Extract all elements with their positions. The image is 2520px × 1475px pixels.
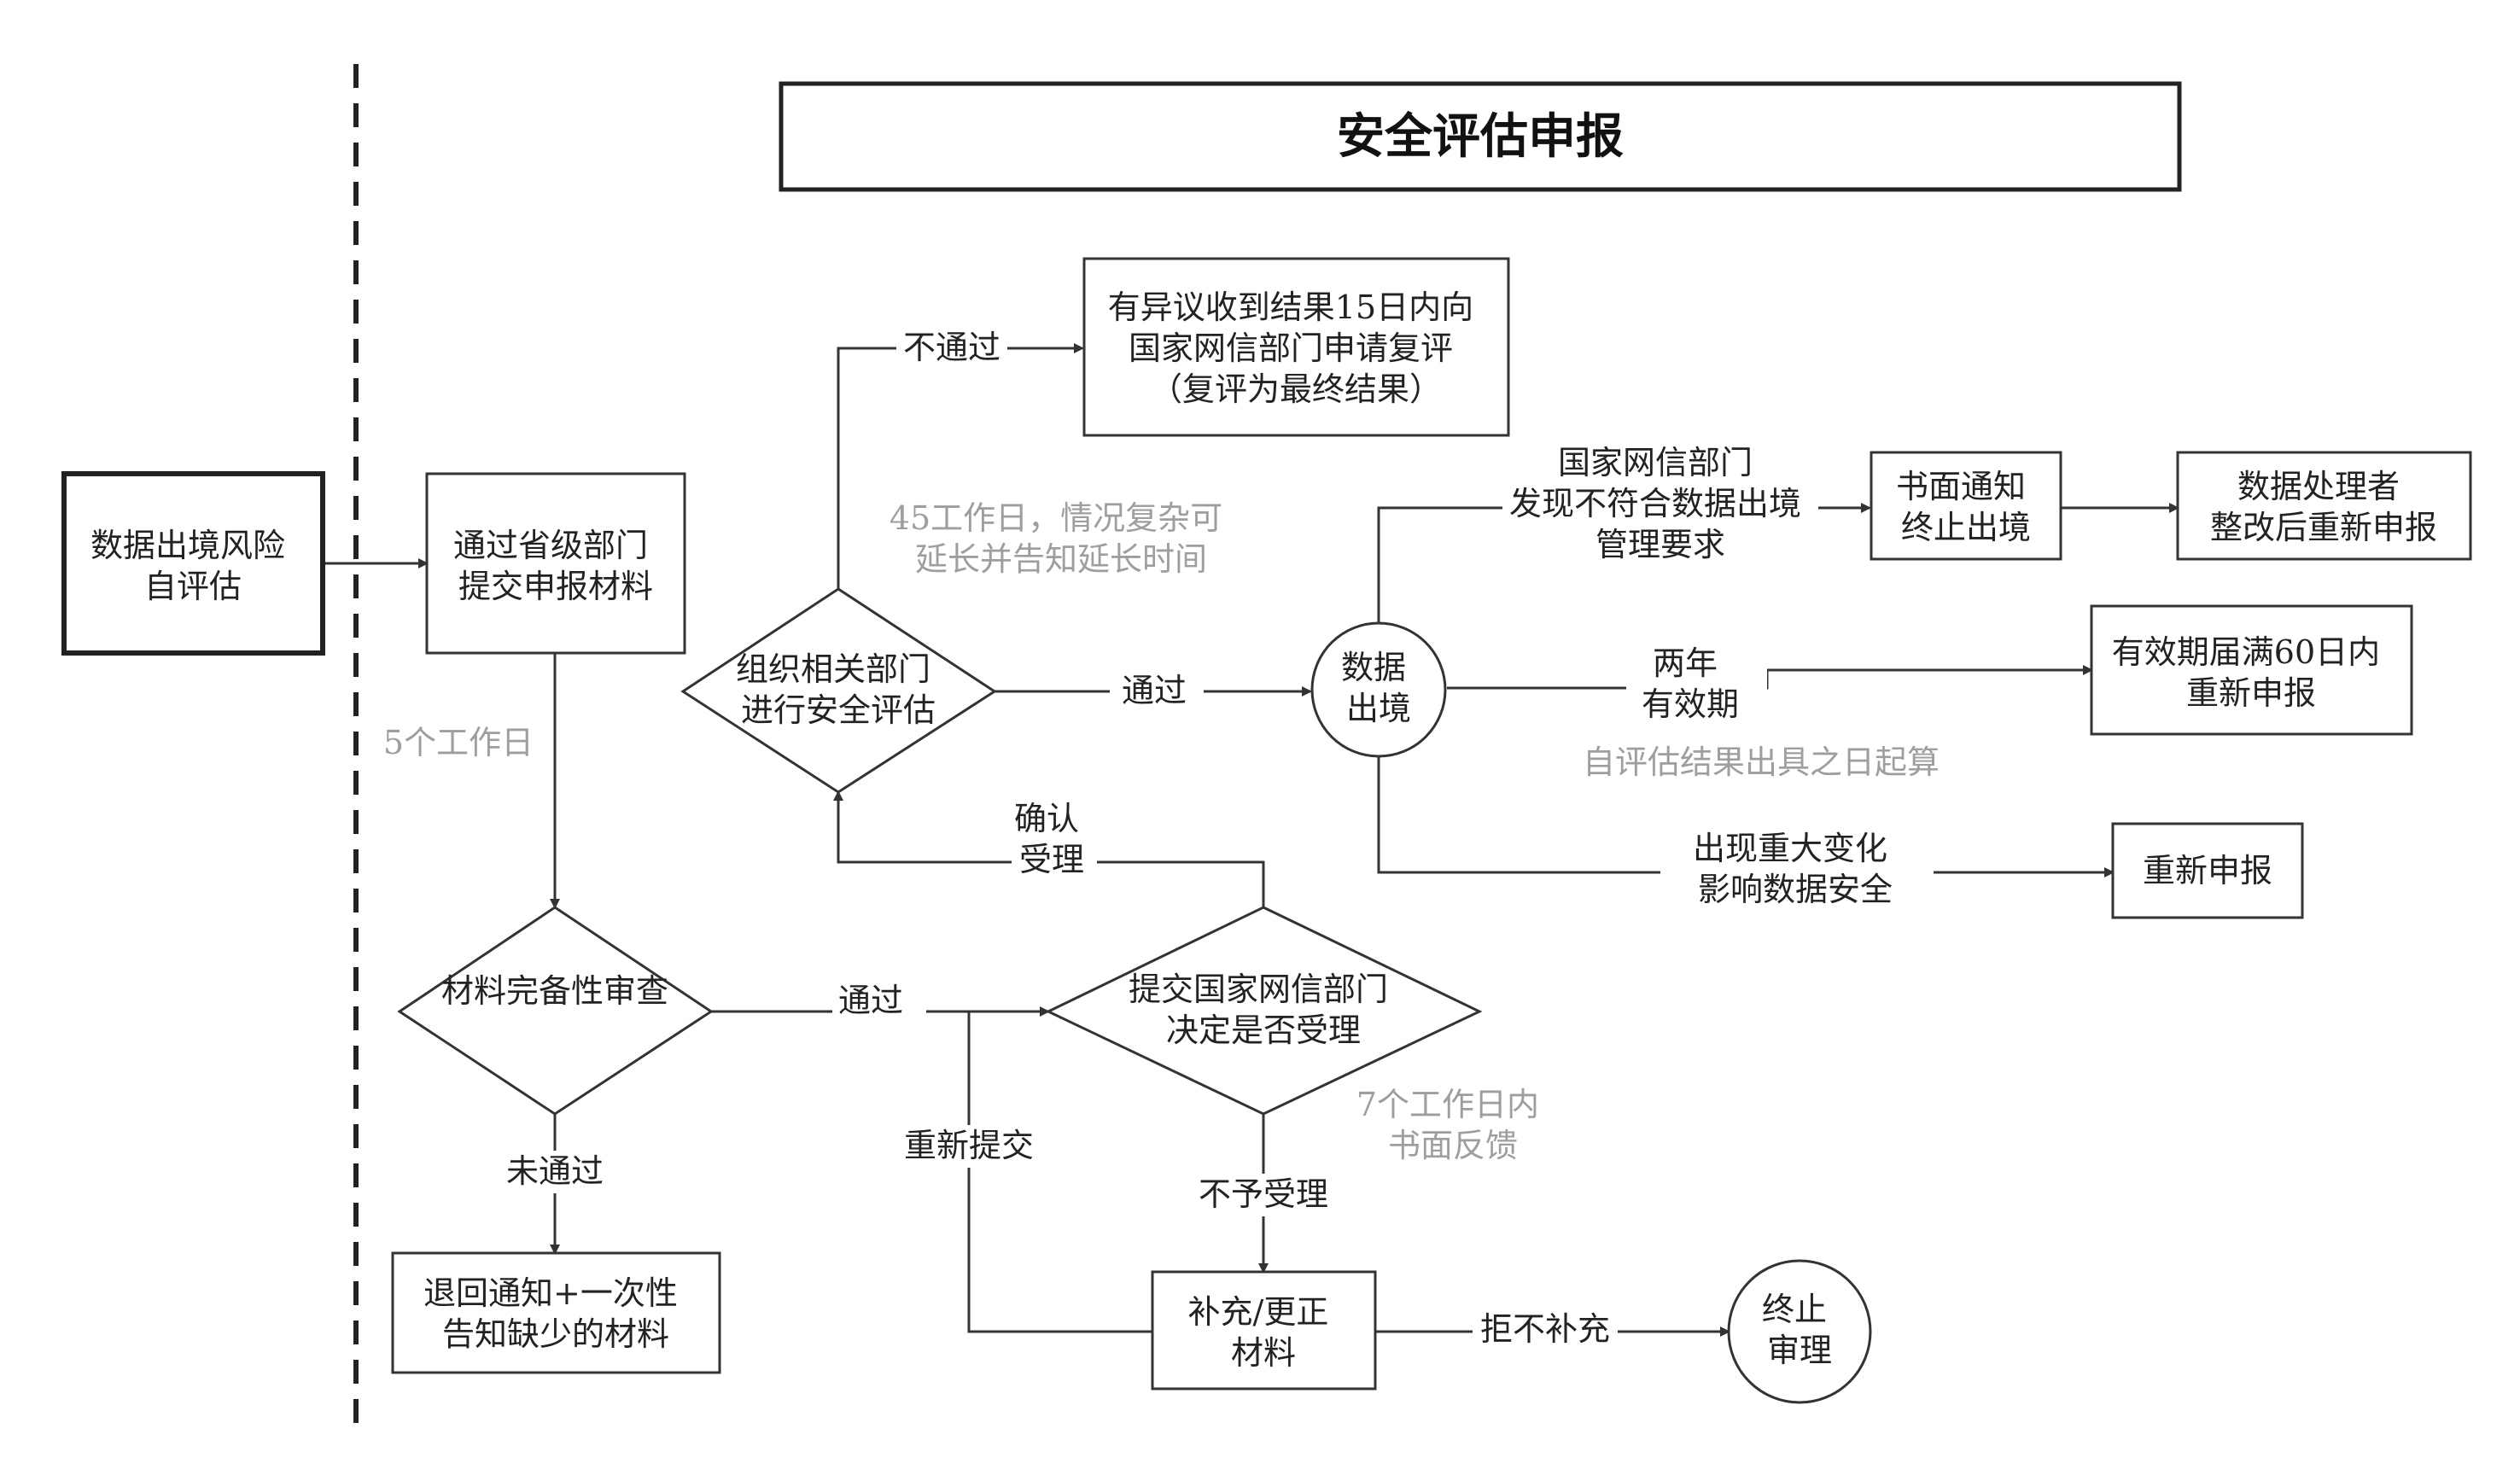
node-return-notice-text: 退回通知+一次性 告知缺少的材料 (423, 1274, 688, 1353)
node-data-exit (1310, 621, 1447, 758)
node-self-assessment-text: 数据出境风险 自评估 (90, 527, 295, 605)
note-validity-start: 自评估结果出具之日起算 (1583, 743, 1940, 781)
node-submit (425, 472, 686, 655)
node-terminate (1727, 1259, 1872, 1404)
label-bg (896, 327, 1007, 370)
node-written-notice-text: 书面通知 终止出境 (1896, 468, 2036, 546)
label-bg (1626, 642, 1767, 727)
label-bg (1012, 798, 1097, 883)
note-seven-days: 7个工作日内 书面反馈 (1356, 1086, 1549, 1164)
node-objection-text: 有异议收到结果15日内向 国家网信部门申请复评 （复评为最终结果） (1108, 289, 1484, 408)
node-objection (1082, 257, 1510, 437)
node-rectify (2176, 451, 2472, 561)
node-decide-accept-text: 提交国家网信部门 决定是否受理 (1129, 971, 1398, 1049)
diagram-title: 安全评估申报 (1337, 108, 1624, 165)
edge-label-validity: 两年 有效期 (1642, 644, 1739, 723)
label-bg (832, 988, 926, 1026)
edge-label-assess-fail: 不通过 (903, 329, 1000, 366)
edge-label-not-accept: 不予受理 (1199, 1175, 1328, 1213)
node-assess (680, 587, 997, 794)
node-decide-accept (1045, 906, 1483, 1116)
edge-resubmit-vertical (967, 1012, 1152, 1333)
edge-label-major-change: 出现重大变化 影响数据安全 (1693, 830, 1898, 908)
edge-label-confirm-accept: 确认 受理 (1014, 800, 1089, 878)
label-bg (1191, 1174, 1336, 1216)
node-review-text: 材料完备性审查 (441, 972, 668, 1010)
edge-label-review-fail: 未通过 (506, 1152, 604, 1190)
edge-label-review-pass: 通过 (838, 982, 903, 1019)
label-bg (1660, 828, 1934, 913)
edge-dataexit-expiry (1447, 665, 2093, 690)
edge-label-assess-pass: 通过 (1122, 672, 1187, 709)
edge-label-resubmit: 重新提交 (904, 1127, 1034, 1164)
edge-label-refuse: 拒不补充 (1480, 1310, 1610, 1348)
label-bg (1110, 670, 1204, 713)
note-five-days: 5个工作日 (383, 724, 534, 761)
node-review (397, 906, 714, 1116)
node-expiry (2090, 604, 2413, 736)
label-bg (1473, 1309, 1618, 1351)
note-fortyfive-days: 45工作日，情况复杂可 延长并告知延长时间 (890, 499, 1233, 578)
node-rectify-text: 数据处理者 整改后重新申报 (2210, 468, 2437, 546)
node-supplement-text: 补充/更正 材料 (1188, 1293, 1339, 1372)
node-assess-text: 组织相关部门 进行安全评估 (736, 650, 941, 729)
node-return-notice (391, 1251, 721, 1374)
node-redeclare (2111, 822, 2304, 919)
node-expiry-text: 有效期届满60日内 重新申报 (2112, 633, 2390, 712)
label-bg (898, 1125, 1040, 1168)
node-terminate-text: 终止 审理 (1762, 1291, 1837, 1369)
node-redeclare-text: 重新申报 (2143, 852, 2272, 889)
title-box (779, 81, 2182, 192)
node-data-exit-text: 数据 出境 (1341, 649, 1416, 727)
node-submit-text: 通过省级部门 提交申报材料 (453, 527, 658, 605)
node-supplement (1151, 1270, 1377, 1390)
edge-label-noncompliant: 国家网信部门 发现不符合数据出境 管理要求 (1509, 444, 1811, 563)
node-written-notice (1870, 451, 2062, 561)
label-bg (1502, 444, 1818, 568)
label-bg (504, 1151, 606, 1193)
node-self-assessment (61, 471, 325, 656)
